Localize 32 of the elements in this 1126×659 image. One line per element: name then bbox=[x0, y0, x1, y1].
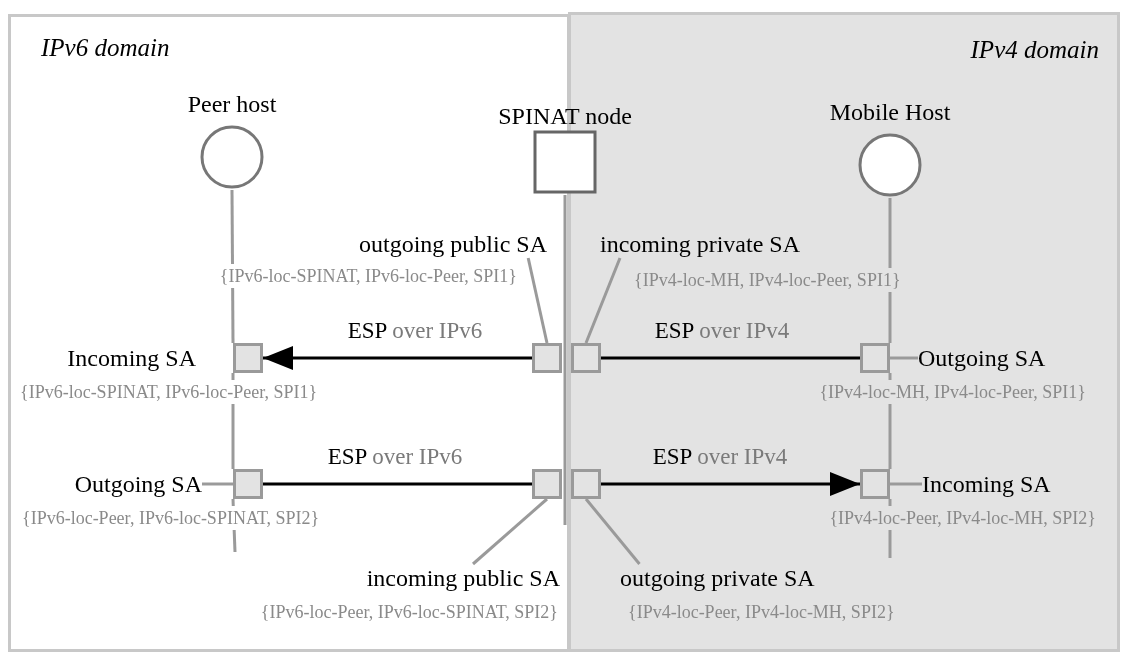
sa-square bbox=[571, 343, 601, 373]
sa-square bbox=[233, 343, 263, 373]
arrow bbox=[263, 346, 532, 370]
leader-line bbox=[202, 482, 233, 486]
host-label: Peer host bbox=[187, 90, 277, 118]
connector-line bbox=[263, 482, 532, 486]
sa-square bbox=[532, 343, 562, 373]
leader-line bbox=[584, 257, 622, 344]
sa-label: incoming private SA bbox=[600, 230, 800, 258]
host-label: SPINAT node bbox=[498, 102, 632, 130]
domain-title: IPv4 domain bbox=[970, 35, 1099, 65]
host-label: Mobile Host bbox=[829, 98, 951, 126]
leader-line bbox=[890, 482, 922, 486]
sa-label: Outgoing SA bbox=[74, 470, 202, 498]
leader-line bbox=[526, 257, 549, 344]
sa-label: Incoming SA bbox=[922, 470, 1051, 498]
sa-square bbox=[571, 469, 601, 499]
sa-square bbox=[233, 469, 263, 499]
sa-square bbox=[532, 469, 562, 499]
sa-label: incoming public SA bbox=[366, 564, 560, 592]
leader-line bbox=[890, 356, 918, 360]
sa-label: outgoing private SA bbox=[620, 564, 815, 592]
leader-line bbox=[472, 497, 548, 566]
sa-square bbox=[860, 343, 890, 373]
connector-line bbox=[601, 356, 860, 360]
sa-square bbox=[860, 469, 890, 499]
sa-label: outgoing public SA bbox=[359, 230, 547, 258]
leader-line bbox=[584, 498, 641, 565]
arrow bbox=[601, 472, 860, 496]
sa-label: Outgoing SA bbox=[918, 344, 1046, 372]
domain-title: IPv6 domain bbox=[41, 33, 170, 63]
sa-label: Incoming SA bbox=[67, 344, 196, 372]
